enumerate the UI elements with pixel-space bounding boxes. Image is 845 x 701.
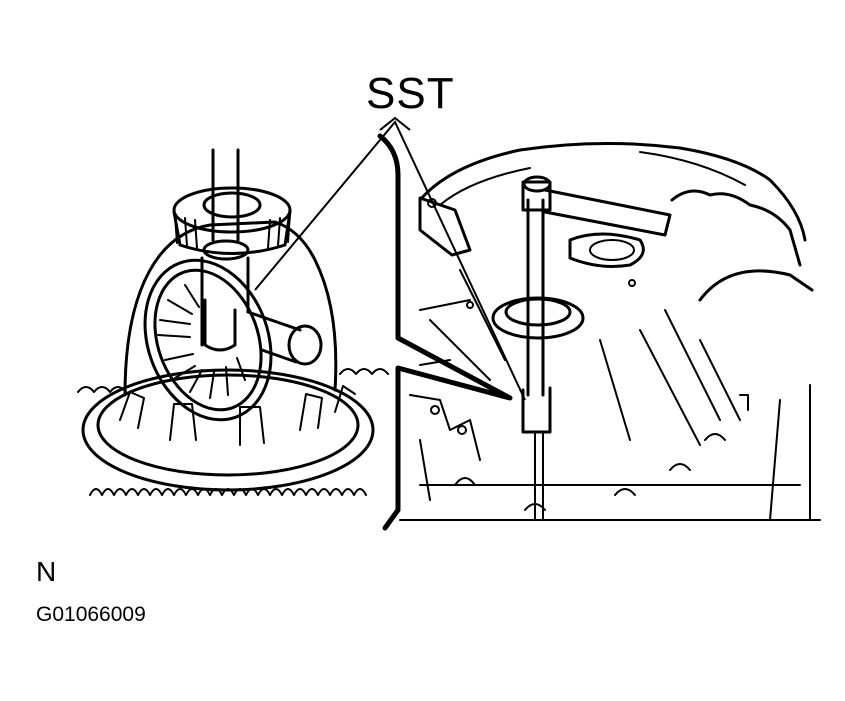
transaxle-case-drawing: [399, 141, 821, 521]
differential-case-drawing: [77, 148, 389, 496]
sst-leader-lines: [254, 116, 526, 401]
sst-callout-label: SST: [366, 69, 455, 118]
panel-divider-bracket: [377, 133, 513, 531]
figure-code: G01066009: [36, 603, 146, 626]
view-label: N: [36, 556, 57, 587]
